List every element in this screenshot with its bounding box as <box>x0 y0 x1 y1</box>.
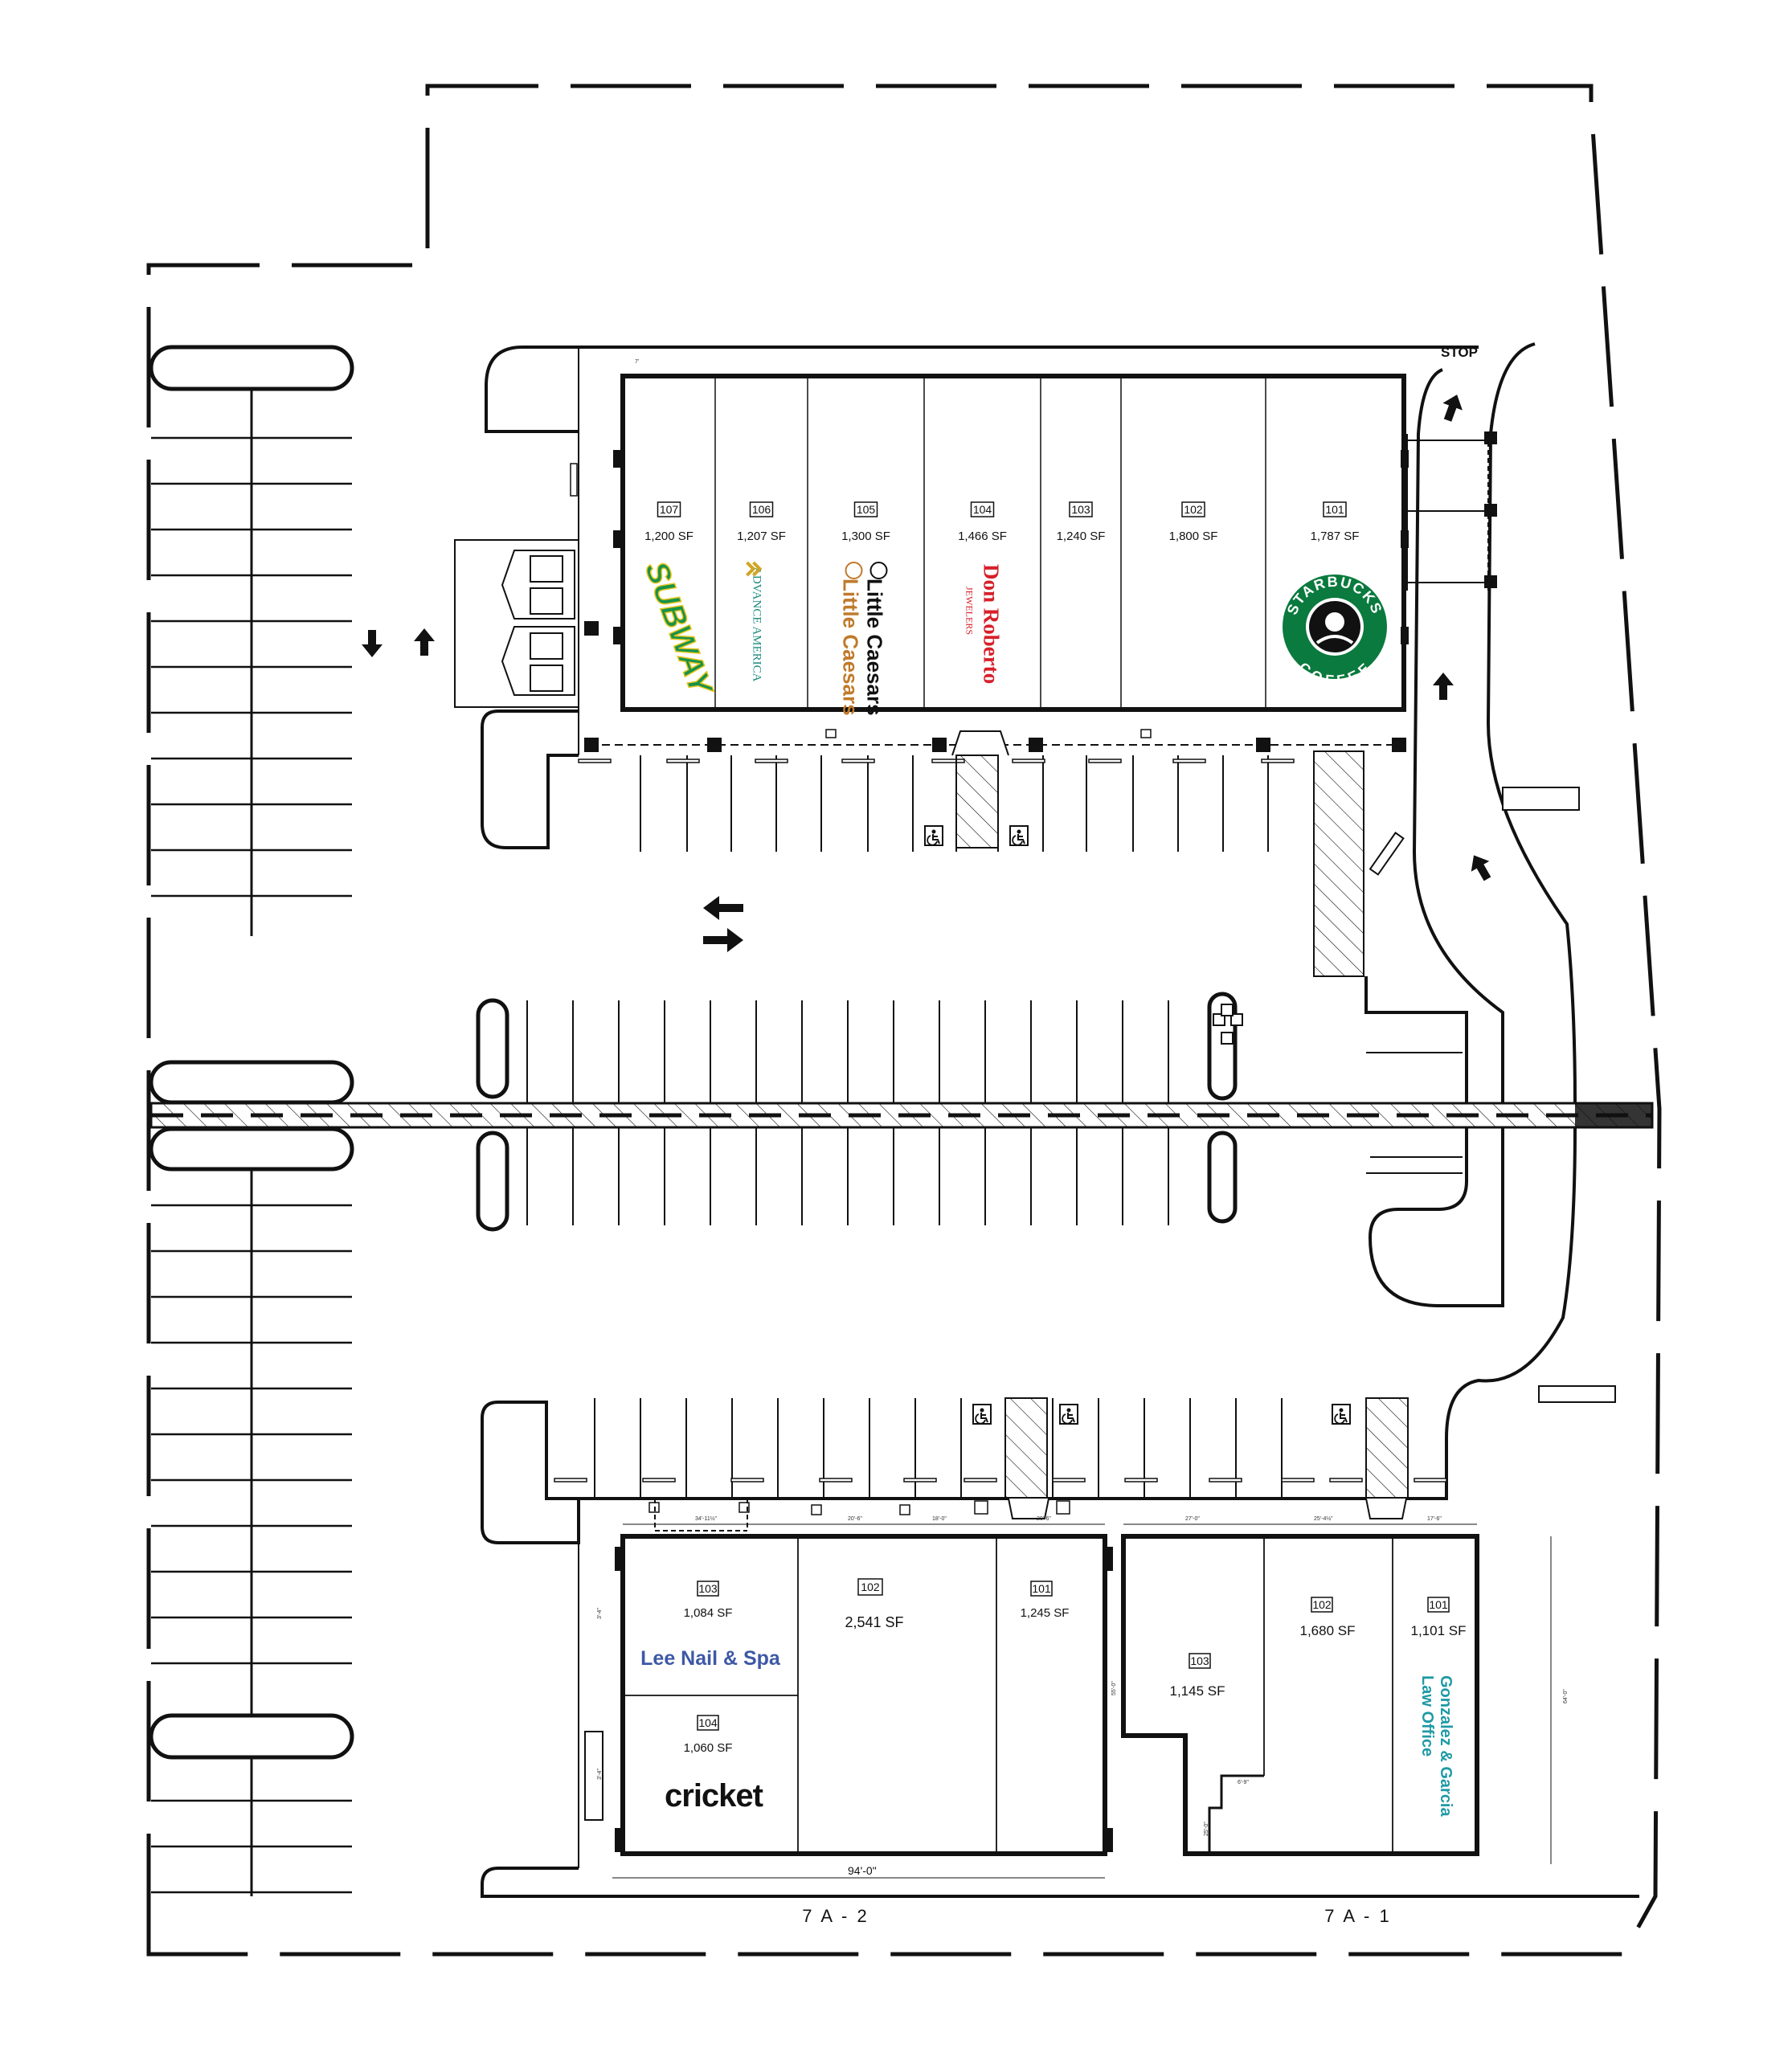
dim-label: 25'-4½" <box>1314 1515 1333 1522</box>
dim-label: 25'-0" <box>1204 1822 1209 1836</box>
suite-area: 1,084 SF <box>684 1606 733 1620</box>
dim-label: 20'-6" <box>848 1516 862 1522</box>
arrow-up-icon <box>1438 391 1467 424</box>
south-parking <box>481 1397 1639 1898</box>
arrow-up-icon <box>1433 673 1454 700</box>
dim-depth: 55'-0" <box>1111 1681 1117 1695</box>
suite-area: 1,787 SF <box>1311 530 1360 543</box>
tenant-little-caesars-logo: Little Caesars <box>863 579 887 716</box>
tenant-little-caesars-logo: Little Caesars <box>839 579 863 716</box>
suite-number: 102 <box>1184 503 1203 516</box>
tenant-lee-nail-spa: Lee Nail & Spa <box>640 1647 781 1670</box>
suite-area: 1,060 SF <box>684 1741 733 1755</box>
tenant-gonzalez-garcia: Gonzalez & Garcia <box>1437 1675 1454 1817</box>
building-7a1: 27'-0" 25'-4½" 17'-6" 64'-0" 6'-9" 25'-0… <box>1121 1515 1569 1926</box>
suite-number: 101 <box>1325 503 1344 516</box>
suite-area: 1,240 SF <box>1057 530 1106 543</box>
dim-label: 20'-6" <box>1037 1516 1051 1522</box>
suite-number: 101 <box>1429 1598 1448 1611</box>
suite-area: 1,800 SF <box>1169 530 1218 543</box>
suite-number: 106 <box>752 503 771 516</box>
dim-side: 3'-4" <box>597 1608 603 1619</box>
property-boundary <box>146 84 1662 1957</box>
tenant-law-office: Law Office <box>1418 1675 1436 1756</box>
west-parking <box>149 345 354 1896</box>
suite-number: 103 <box>698 1582 718 1595</box>
building-label-7a2: 7 A - 2 <box>802 1906 869 1926</box>
tenant-don-roberto-logo: Don Roberto <box>980 564 1004 684</box>
dim-side: 3'-4" <box>597 1769 603 1780</box>
suite-number: 103 <box>1190 1654 1209 1667</box>
suite-number: 104 <box>973 503 992 516</box>
tenant-cricket: cricket <box>665 1778 763 1814</box>
suite-area: 1,207 SF <box>737 530 786 543</box>
suite-number: 102 <box>861 1581 880 1593</box>
dim-label: 27'-0" <box>1185 1516 1200 1522</box>
suite-104: 104 1,466 SF Don Roberto JEWELERS <box>958 501 1007 684</box>
dim-label: 18'-0" <box>932 1516 947 1522</box>
arrow-up-icon <box>414 628 435 656</box>
dim-label: 6'-9" <box>1238 1780 1249 1785</box>
tenant-advance-america-logo: ADVANCE AMERICA <box>751 566 763 682</box>
suite-area: 1,245 SF <box>1021 1606 1070 1620</box>
suite-106: 106 1,207 SF ADVANCE AMERICA <box>737 501 786 682</box>
suite-area: 1,466 SF <box>958 530 1007 543</box>
arrow-down-icon <box>362 630 383 657</box>
suite-103: 103 1,240 SF <box>1057 501 1106 543</box>
arrow-up-icon <box>1464 849 1497 885</box>
crosswalk <box>149 1102 1654 1129</box>
suite-area: 1,680 SF <box>1300 1623 1356 1638</box>
building-7a2: 34'-11½" 20'-6" 18'-0" 20'-6" 94'-0" 55'… <box>597 1515 1117 1926</box>
suite-number: 105 <box>857 503 876 516</box>
tenant-don-roberto-sub: JEWELERS <box>964 587 976 635</box>
suite-number: 107 <box>660 503 679 516</box>
suite-number: 102 <box>1312 1598 1332 1611</box>
dim-depth: 64'-0" <box>1563 1689 1569 1703</box>
suite-number: 103 <box>1071 503 1090 516</box>
suite-number: 104 <box>698 1716 718 1729</box>
dim-label: 17'-6" <box>1427 1516 1442 1522</box>
suite-number: 101 <box>1032 1582 1051 1595</box>
middle-parking <box>476 976 1504 1307</box>
suite-102: 102 1,800 SF <box>1169 501 1218 543</box>
suite-area: 1,300 SF <box>841 530 890 543</box>
dim-width: 94'-0" <box>848 1864 877 1877</box>
east-drive-lane <box>1412 342 1616 1478</box>
suite-area: 1,145 SF <box>1170 1683 1225 1699</box>
suite-area: 1,101 SF <box>1411 1623 1467 1638</box>
dim-top: 7' <box>635 359 639 365</box>
light-pole-icon <box>1213 1004 1243 1045</box>
two-way-arrow-icon <box>703 896 743 952</box>
stop-sign-label: STOP <box>1441 345 1478 360</box>
suite-area: 1,200 SF <box>644 530 693 543</box>
suite-area: 2,541 SF <box>845 1614 903 1630</box>
building-label-7a1: 7 A - 1 <box>1324 1906 1391 1926</box>
dim-label: 34'-11½" <box>695 1515 718 1522</box>
